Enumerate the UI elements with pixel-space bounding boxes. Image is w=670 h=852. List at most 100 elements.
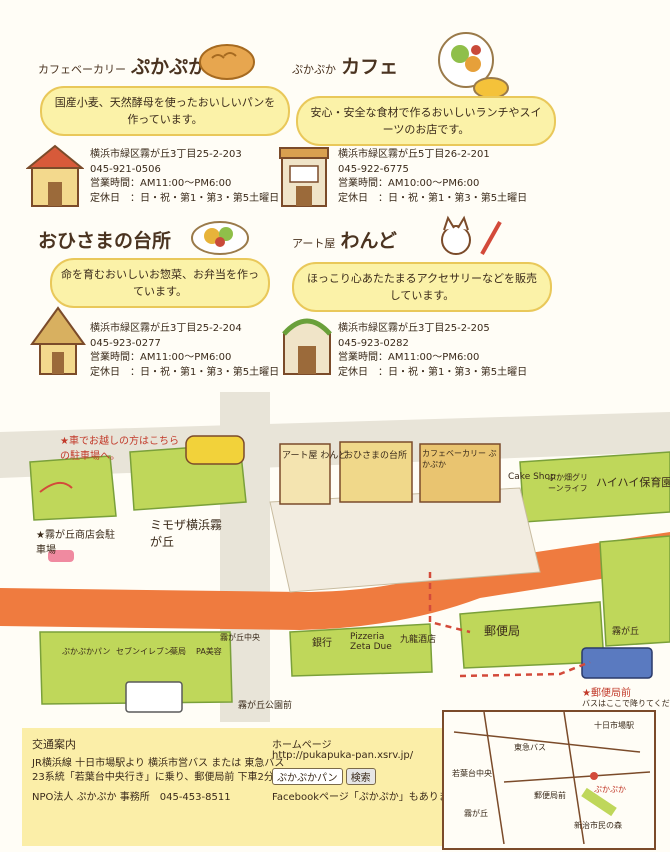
shop3-closed: 定休日 ：日・祝・第1・第3・第5土曜日 <box>90 366 280 378</box>
cafe-sign-text: カフェベーカリー ぷかぷか <box>422 449 497 469</box>
shop4-description: ほっこり心あたたまるアクセサリーなどを販売しています。 <box>292 262 552 312</box>
search-button[interactable]: 検索 <box>345 768 376 785</box>
dish-icon <box>191 221 249 255</box>
shop2-closed: 定休日 ：日・祝・第1・第3・第5土曜日 <box>338 192 528 204</box>
store-small-1-text: ぷかぷかパン <box>62 647 111 656</box>
shop1-title-big: ぷかぷか <box>131 56 208 78</box>
shop1-hours: 営業時間：AM11:00〜PM6:00 <box>90 178 232 189</box>
parking-label-text: ★霧が丘商店会駐車場 <box>36 530 115 556</box>
hoikuen-label: ハイハイ保育園 <box>596 474 670 490</box>
store-small-4-text: PA美容 <box>196 647 222 656</box>
store-small-2-text: セブンイレブン <box>116 647 172 656</box>
shop3-description-text: 命を育むおいしいお惣菜、お弁当を作っています。 <box>61 268 259 298</box>
pizzeria-text: Pizzeria Zeta Due <box>350 632 392 652</box>
cafe-building-icon <box>279 147 329 207</box>
shop3-hours: 営業時間：AM11:00〜PM6:00 <box>90 352 232 363</box>
store-small-2: セブンイレブン <box>116 646 172 657</box>
shop1-address: 横浜市緑区霧が丘3丁目25-2-203 <box>90 149 242 160</box>
shop2-title-big: カフェ <box>341 56 399 78</box>
cake-shop-label: Cake Shop <box>508 472 556 482</box>
shop4-description-text: ほっこり心あたたまるアクセサリーなどを販売しています。 <box>306 272 538 302</box>
shop3-phone: 045-923-0277 <box>90 337 161 349</box>
shop3-info: 横浜市緑区霧が丘3丁目25-2-204 045-923-0277 営業時間：AM… <box>90 322 279 380</box>
parking-note-text: ★車でお越しの方はこちらの駐車場へ。 <box>60 436 179 462</box>
sign-park-text: 霧が丘 <box>612 627 640 637</box>
mimosa-label: ミモザ横浜霧が丘 <box>150 516 230 550</box>
house-icon <box>26 144 84 207</box>
access-line2: 23系統「若葉台中央行き」に乗り、郵便局前 下車2分。 <box>32 772 284 783</box>
inset-label-6: 新治市民の森 <box>574 821 622 830</box>
bus-note-text: バスはここで降りてください。 <box>582 699 670 708</box>
shop3-description: 命を育むおいしいお惣菜、お弁当を作っています。 <box>50 258 270 308</box>
shop4-title: アート屋 わんど <box>292 226 397 253</box>
sign-park: 霧が丘 <box>612 624 639 637</box>
shop2-hours: 営業時間：AM10:00〜PM6:00 <box>338 178 480 189</box>
postoffice-label: 郵便局 <box>484 622 520 639</box>
mimosa-text: ミモザ横浜霧が丘 <box>150 518 223 549</box>
shop1-title-small: カフェベーカリー <box>38 63 126 76</box>
homepage-url[interactable]: http://pukapuka-pan.xsrv.jp/ <box>272 750 414 761</box>
map-background <box>0 392 670 722</box>
shop4-hours: 営業時間：AM11:00〜PM6:00 <box>338 352 480 363</box>
shop1-closed: 定休日 ：日・祝・第1・第3・第5土曜日 <box>90 192 280 204</box>
bus-stop-label: ★郵便局前 <box>582 684 631 699</box>
search-row: ぷかぷかパン 検索 <box>272 768 376 785</box>
footer: 交通案内 JR横浜線 十日市場駅より 横浜市営バス または 東急バス 23系統「… <box>22 710 656 850</box>
thatched-hut-icon <box>30 306 86 375</box>
cat-doodle-icon <box>441 215 502 255</box>
shop2-info: 横浜市緑区霧が丘5丁目26-2-201 045-922-6775 営業時間：AM… <box>338 148 527 206</box>
shop4-closed: 定休日 ：日・祝・第1・第3・第5土曜日 <box>338 366 528 378</box>
shop1-description: 国産小麦、天然酵母を使ったおいしいパンを作っています。 <box>40 86 290 136</box>
ohisama-sign-text: おひさまの台所 <box>344 451 408 461</box>
kaiten-text: 九龍酒店 <box>400 635 437 645</box>
bank-label: 銀行 <box>312 634 332 649</box>
shop3-title: おひさまの台所 <box>38 226 171 253</box>
cake-shop-text: Cake Shop <box>508 472 556 482</box>
wando-sign: アート屋 わんど <box>282 448 347 461</box>
illustrated-map: ★車でお越しの方はこちらの駐車場へ。 ★霧が丘商店会駐車場 ミモザ横浜霧が丘 ア… <box>0 392 670 722</box>
shop2-description: 安心・安全な食材で作るおいしいランチやスイーツのお店です。 <box>296 96 556 146</box>
arch-shop-icon <box>282 318 332 375</box>
inset-label-7: ぷかぷか <box>594 785 626 794</box>
inset-map: 十日市場駅 東急バス 若葉台中央 霧が丘 郵便局前 新治市民の森 ぷかぷか <box>442 710 656 850</box>
wando-sign-text: アート屋 わんど <box>282 451 348 461</box>
inset-label-2: 東急バス <box>514 743 546 752</box>
bank-text: 銀行 <box>312 638 332 649</box>
store-small-1: ぷかぷかパン <box>62 646 110 657</box>
shop2-address: 横浜市緑区霧が丘5丁目26-2-201 <box>338 149 490 160</box>
shop2-title: ぷかぷか カフェ <box>292 52 398 79</box>
postoffice-text: 郵便局 <box>484 624 521 638</box>
grocery-text: ぷか畑グリーンライフ <box>548 473 588 493</box>
store-small-5: 霧が丘中央 <box>220 632 260 643</box>
access-line1: JR横浜線 十日市場駅より 横浜市営バス または 東急バス <box>32 758 285 769</box>
shop3-title-big: おひさまの台所 <box>38 230 172 252</box>
pizzeria-label: Pizzeria Zeta Due <box>350 632 400 652</box>
grocery-label: ぷか畑グリーンライフ <box>548 472 588 494</box>
hoikuen-text: ハイハイ保育園 <box>596 476 670 489</box>
search-label[interactable]: ぷかぷかパン <box>272 768 343 785</box>
shop1-description-text: 国産小麦、天然酵母を使ったおいしいパンを作っています。 <box>54 96 276 126</box>
ohisama-sign: おひさまの台所 <box>344 448 407 461</box>
bread-icon <box>199 44 255 80</box>
shop2-title-small: ぷかぷか <box>292 63 336 76</box>
inset-map-lines <box>453 712 650 844</box>
bus-note: バスはここで降りてください。 <box>582 698 670 709</box>
cafe-sign: カフェベーカリー ぷかぷか <box>422 448 498 470</box>
shop2-description-text: 安心・安全な食材で作るおいしいランチやスイーツのお店です。 <box>310 106 542 136</box>
store-small-5-text: 霧が丘中央 <box>220 633 260 642</box>
lunch-plate-icon <box>438 32 494 88</box>
shop4-title-small: アート屋 <box>292 237 336 250</box>
inset-label-1: 十日市場駅 <box>594 721 634 730</box>
shop4-address: 横浜市緑区霧が丘3丁目25-2-205 <box>338 323 490 334</box>
parking-note: ★車でお越しの方はこちらの駐車場へ。 <box>60 432 180 462</box>
inset-label-3: 若葉台中央 <box>452 769 492 778</box>
store-small-3: 薬局 <box>170 646 186 657</box>
shop2-phone: 045-922-6775 <box>338 163 409 175</box>
access-title: 交通案内 <box>32 738 76 751</box>
shop1-info: 横浜市緑区霧が丘3丁目25-2-203 045-921-0506 営業時間：AM… <box>90 148 279 206</box>
shop3-address: 横浜市緑区霧が丘3丁目25-2-204 <box>90 323 242 334</box>
school-front-text: 霧が丘公園前 <box>238 701 293 711</box>
store-small-4: PA美容 <box>196 646 222 657</box>
shop1-title: カフェベーカリー ぷかぷか <box>38 52 207 79</box>
facebook-line: Facebookページ「ぷかぷか」もあります。 <box>272 792 468 803</box>
